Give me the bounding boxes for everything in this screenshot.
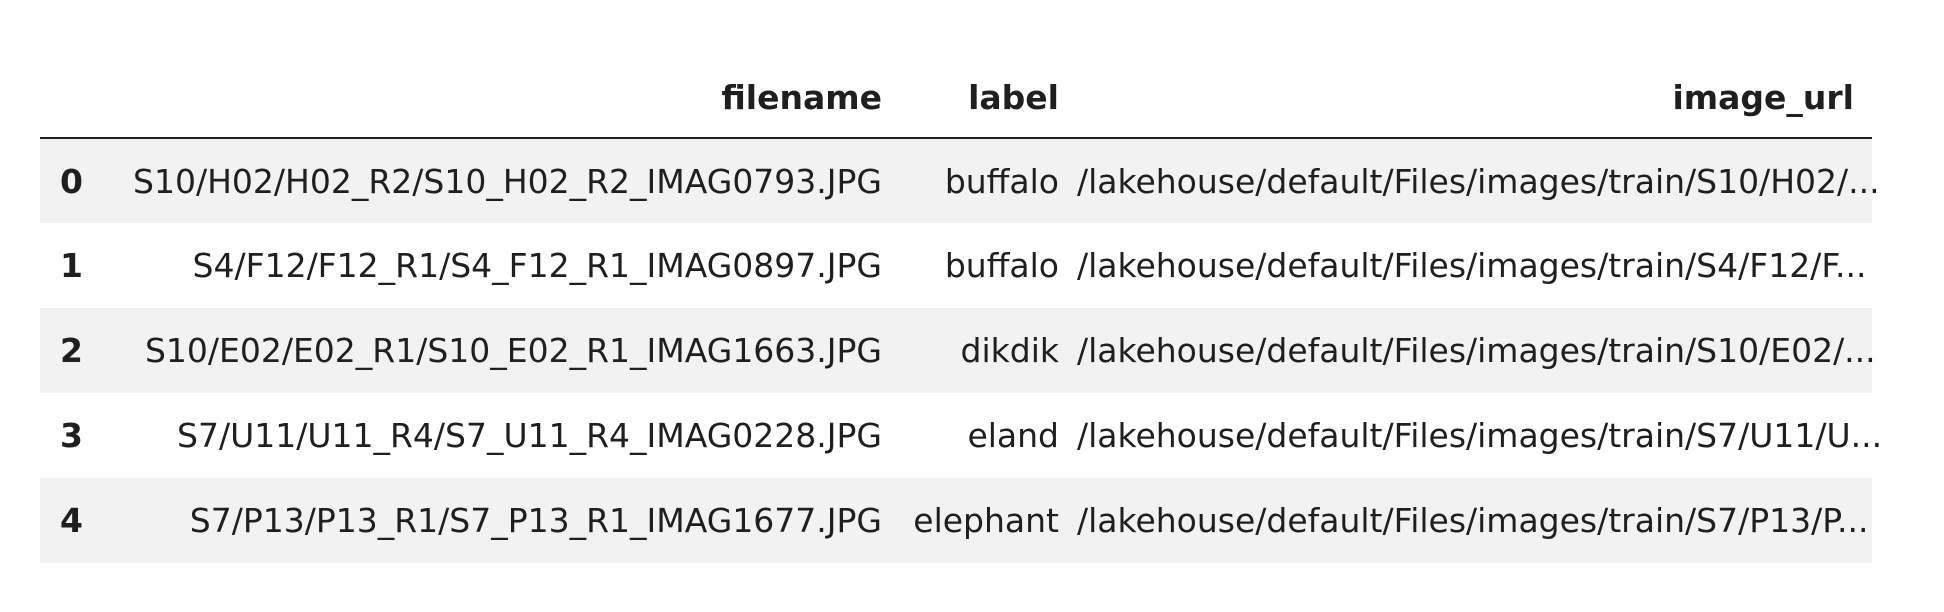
cell-filename: S7/P13/P13_R1/S7_P13_R1_IMAG1677.JPG — [189, 501, 882, 540]
row-index: 1 — [60, 246, 83, 285]
table-row: 4 S7/P13/P13_R1/S7_P13_R1_IMAG1677.JPG e… — [40, 478, 1872, 563]
table-row: 3 S7/U11/U11_R4/S7_U11_R4_IMAG0228.JPG e… — [40, 393, 1883, 478]
table-row: 0 S10/H02/H02_R2/S10_H02_R2_IMAG0793.JPG… — [40, 138, 1880, 223]
column-header-image-url: image_url — [1077, 57, 1872, 139]
header-row: filename label image_url — [40, 57, 1872, 139]
cell-image-url: /lakehouse/default/Files/images/train/S7… — [1077, 501, 1869, 540]
table-body: 0 S10/H02/H02_R2/S10_H02_R2_IMAG0793.JPG… — [40, 138, 1883, 563]
cell-label: eland — [967, 416, 1059, 455]
cell-label: dikdik — [960, 331, 1059, 370]
column-header-filename: filename — [100, 57, 900, 139]
cell-filename: S10/H02/H02_R2/S10_H02_R2_IMAG0793.JPG — [133, 161, 882, 201]
cell-image-url: /lakehouse/default/Files/images/train/S1… — [1077, 331, 1876, 370]
row-index: 0 — [60, 161, 83, 201]
row-index: 4 — [60, 501, 83, 540]
column-header-label: label — [900, 57, 1077, 139]
cell-filename: S7/U11/U11_R4/S7_U11_R4_IMAG0228.JPG — [177, 416, 882, 455]
table-header: filename label image_url — [40, 57, 1872, 139]
cell-label: buffalo — [944, 246, 1059, 285]
cell-filename: S10/E02/E02_R1/S10_E02_R1_IMAG1663.JPG — [144, 331, 882, 370]
row-index: 2 — [60, 331, 83, 370]
dataframe-table: filename label image_url 0 S10/H02/H02_R… — [40, 57, 1883, 563]
cell-image-url: /lakehouse/default/Files/images/train/S4… — [1077, 246, 1867, 285]
row-index: 3 — [60, 416, 83, 455]
cell-image-url: /lakehouse/default/Files/images/train/S7… — [1077, 416, 1883, 455]
cell-filename: S4/F12/F12_R1/S4_F12_R1_IMAG0897.JPG — [192, 246, 882, 285]
table-row: 2 S10/E02/E02_R1/S10_E02_R1_IMAG1663.JPG… — [40, 308, 1876, 393]
cell-label: elephant — [913, 501, 1059, 540]
table-row: 1 S4/F12/F12_R1/S4_F12_R1_IMAG0897.JPG b… — [40, 223, 1872, 308]
cell-image-url: /lakehouse/default/Files/images/train/S1… — [1077, 161, 1880, 201]
cell-label: buffalo — [944, 161, 1059, 201]
index-column-header — [40, 57, 100, 139]
